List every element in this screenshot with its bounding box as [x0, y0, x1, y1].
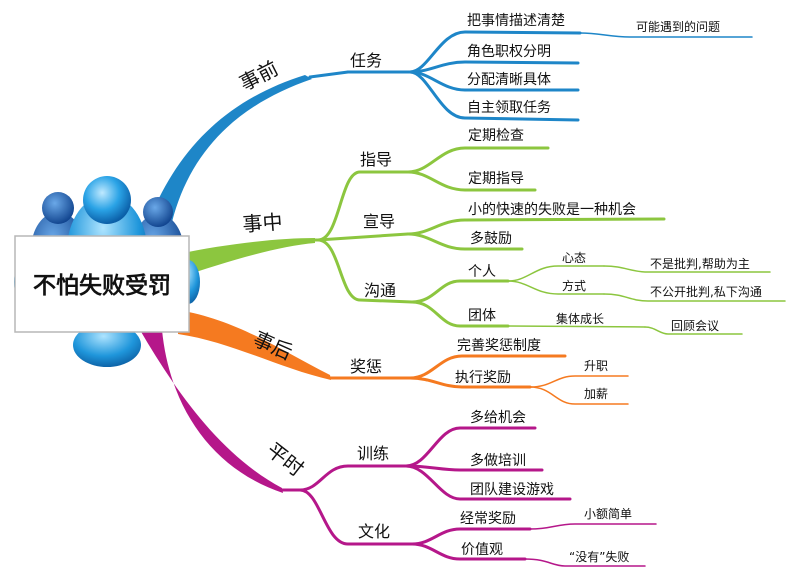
node-frequent-reward[interactable]: 经常奖励: [460, 510, 516, 527]
node-regular-check[interactable]: 定期检查: [468, 128, 524, 144]
connector-train-c3: [404, 464, 572, 501]
node-self-claim[interactable]: 自主领取任务: [467, 100, 551, 116]
connector-guide-c1: [406, 146, 550, 174]
connector-during-promote: [316, 232, 410, 242]
connector-c1-sub: [579, 32, 753, 38]
node-mindset[interactable]: 心态: [562, 251, 586, 265]
sub-reward-punish[interactable]: 奖惩: [350, 357, 382, 376]
sub-communicate[interactable]: 沟通: [364, 281, 396, 300]
node-execute-reward[interactable]: 执行奖励: [455, 369, 511, 386]
branch-label-during[interactable]: 事中: [242, 210, 284, 237]
connector-daily-train: [298, 464, 408, 492]
node-raise[interactable]: 加薪: [584, 387, 608, 401]
branch-line-before: [150, 75, 312, 222]
connector-mind-leaf: [603, 265, 771, 273]
node-more-training[interactable]: 多做培训: [470, 452, 526, 469]
branch-line-during: [178, 238, 315, 278]
node-possible-problems[interactable]: 可能遇到的问题: [636, 19, 720, 34]
node-group-growth[interactable]: 集体成长: [556, 311, 604, 326]
sub-training[interactable]: 训练: [357, 444, 389, 463]
connector-culture-c2: [410, 542, 527, 561]
connector-guide-c2: [406, 170, 537, 192]
node-improve-system[interactable]: 完善奖惩制度: [457, 337, 541, 354]
connector-during-guide: [316, 170, 410, 242]
connectors: [280, 30, 786, 567]
node-group[interactable]: 团体: [468, 308, 496, 324]
connector-reward-small: [529, 523, 657, 530]
branch-line-after: [178, 310, 331, 380]
sub-promote[interactable]: 宣导: [363, 212, 395, 231]
connector-promote-c2: [406, 232, 524, 251]
connector-group-growth: [507, 325, 646, 328]
connector-individual-way: [507, 280, 605, 295]
labels: 事前 事中 事后 平时 任务 把事情描述清楚 可能遇到的问题 角色职权分明 分配…: [236, 13, 762, 564]
connector-exec-raise: [529, 386, 629, 405]
node-more-chances[interactable]: 多给机会: [470, 409, 526, 426]
branch-line-daily: [140, 330, 283, 493]
node-retrospective[interactable]: 回顾会议: [671, 319, 719, 333]
connector-promote-c1: [406, 217, 666, 236]
connector-exec-promote: [529, 375, 629, 388]
node-method[interactable]: 方式: [562, 278, 586, 293]
connector-task-c2: [408, 60, 580, 74]
sub-task[interactable]: 任务: [350, 51, 382, 70]
connector-way-leaf: [603, 293, 786, 302]
node-team-games[interactable]: 团队建设游戏: [470, 482, 554, 498]
connector-comm-c2: [410, 300, 510, 328]
connector-daily-culture: [298, 488, 414, 546]
node-more-encourage[interactable]: 多鼓励: [470, 230, 512, 247]
central-card: [14, 235, 190, 333]
connector-train-c1: [404, 426, 537, 468]
branch-label-daily[interactable]: 平时: [262, 438, 308, 482]
connector-task-c4: [408, 70, 580, 122]
node-roles-clear[interactable]: 角色职权分明: [467, 43, 551, 60]
node-small-simple[interactable]: 小额简单: [584, 507, 632, 521]
connector-comm-c1: [410, 279, 510, 304]
node-private-talk[interactable]: 不公开批判,私下沟通: [650, 284, 762, 299]
node-fail-is-chance[interactable]: 小的快速的失败是一种机会: [468, 202, 636, 218]
connector-reward-c2: [408, 376, 532, 389]
node-regular-guide[interactable]: 定期指导: [468, 171, 524, 187]
node-assign-clear[interactable]: 分配清晰具体: [467, 72, 551, 88]
connector-individual-mind: [507, 265, 605, 282]
connector-during-comm: [316, 238, 414, 304]
central-title: 不怕失败受罚: [33, 272, 171, 299]
connector-before-task: [308, 70, 350, 79]
node-no-failure[interactable]: “没有”失败: [569, 549, 629, 564]
node-values[interactable]: 价值观: [461, 542, 503, 558]
node-individual[interactable]: 个人: [468, 264, 496, 280]
node-not-criticize[interactable]: 不是批判,帮助为主: [650, 256, 750, 271]
connector-values-fail: [524, 558, 646, 567]
sub-culture[interactable]: 文化: [358, 522, 390, 541]
sub-guide[interactable]: 指导: [360, 150, 392, 169]
node-describe-clearly[interactable]: 把事情描述清楚: [467, 13, 565, 29]
node-promotion[interactable]: 升职: [584, 359, 608, 373]
connector-growth-leaf: [644, 326, 743, 335]
central-topic[interactable]: 不怕失败受罚: [14, 176, 200, 367]
